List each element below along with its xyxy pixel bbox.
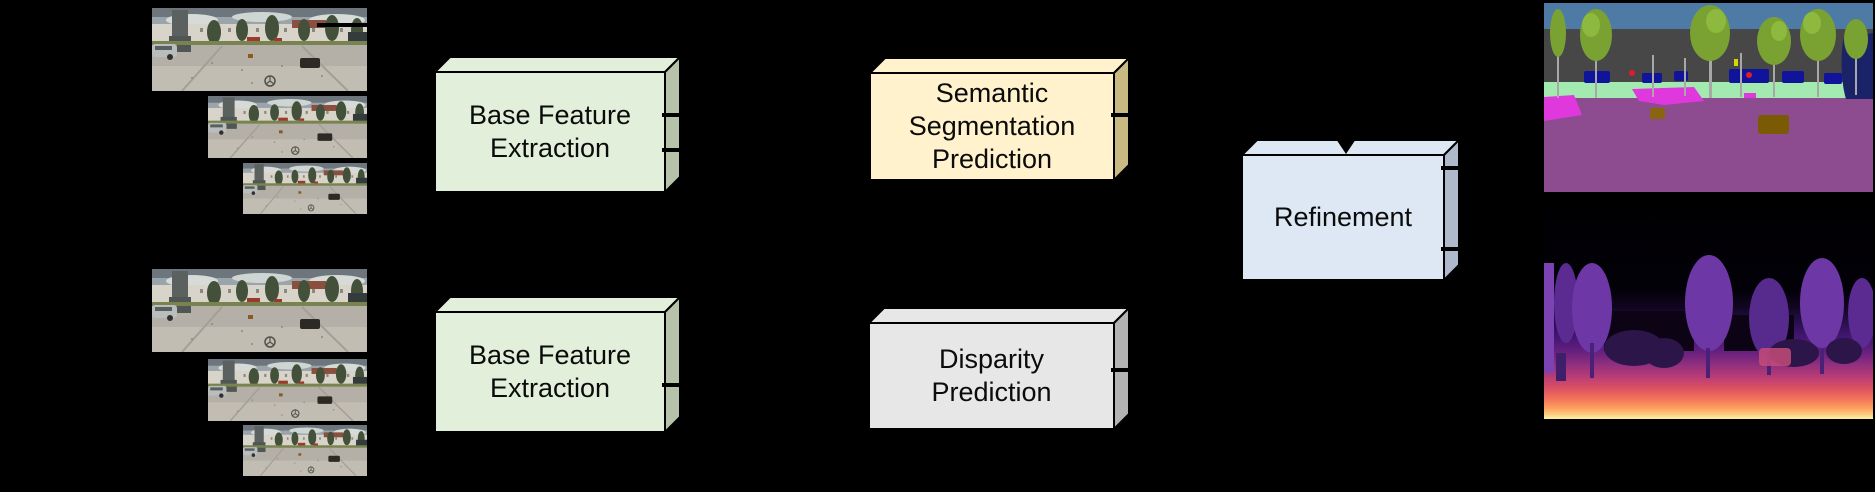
input-image-top-3 (243, 163, 367, 214)
input-image-bottom-3 (243, 425, 367, 476)
input-image-top-2 (208, 96, 367, 158)
street-scene-photo (152, 8, 367, 91)
tick-mark (1111, 368, 1130, 372)
tick-mark (662, 148, 681, 152)
box-label: Disparity Prediction (931, 344, 1052, 407)
process-box-disparity-prediction: Disparity Prediction (868, 307, 1131, 431)
disparity-output-image (1544, 203, 1873, 419)
street-scene-photo (152, 269, 367, 352)
tick-mark (1111, 113, 1130, 117)
box-3d-shape (434, 56, 682, 194)
input-image-bottom-2 (208, 359, 367, 421)
process-box-semantic-segmentation-prediction: Semantic Segmentation Prediction (869, 57, 1131, 182)
box-label: Base Feature Extraction (468, 340, 632, 403)
street-scene-photo (208, 96, 367, 158)
input-image-top-1 (152, 8, 367, 91)
box-3d-shape (1241, 139, 1462, 282)
box-label: Refinement (1273, 202, 1413, 232)
incoming-arrowhead-notch (1336, 139, 1356, 154)
box-3d-shape (869, 57, 1131, 182)
street-scene-photo (243, 163, 367, 214)
box-3d-shape (868, 307, 1131, 431)
tick-mark (1441, 247, 1460, 251)
street-scene-photo (243, 425, 367, 476)
box-label: Base Feature Extraction (468, 100, 632, 163)
input-image-bottom-1 (152, 269, 367, 352)
process-box-refinement: Refinement (1241, 139, 1462, 282)
process-box-base-feature-extraction-1: Base Feature Extraction (434, 56, 682, 194)
arrow-overlap-mark (317, 23, 367, 27)
tick-mark (662, 113, 681, 117)
street-scene-photo (208, 359, 367, 421)
box-3d-shape (434, 296, 682, 434)
process-box-base-feature-extraction-2: Base Feature Extraction (434, 296, 682, 434)
segmentation-output-image (1544, 3, 1873, 192)
tick-mark (1441, 166, 1460, 170)
box-label: Semantic Segmentation Prediction (908, 78, 1076, 174)
tick-mark (662, 383, 681, 387)
